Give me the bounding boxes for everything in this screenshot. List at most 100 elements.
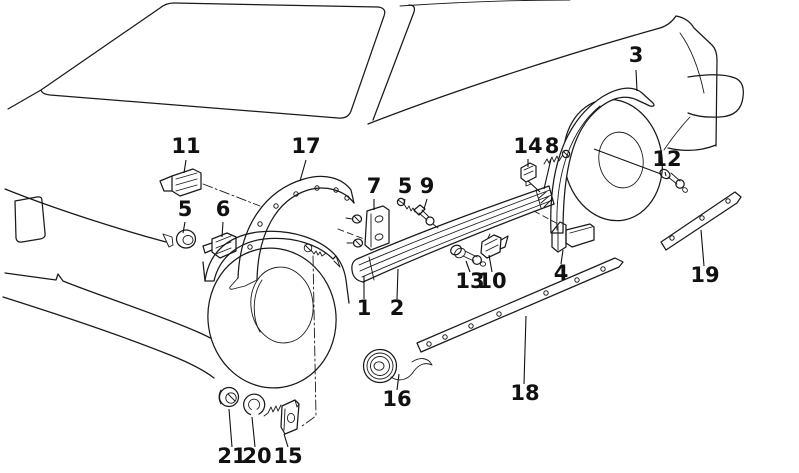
hood-front-edge bbox=[4, 188, 167, 243]
part-17-arch-trim bbox=[229, 175, 355, 290]
leader-line-10 bbox=[488, 254, 493, 273]
leader-line-15 bbox=[283, 433, 289, 448]
molding-bottom-edge bbox=[362, 203, 555, 283]
rear-arch-trim-accent bbox=[556, 105, 601, 231]
part-label-4: 4 bbox=[554, 261, 569, 285]
front-bumper-lower bbox=[2, 296, 215, 379]
beltline bbox=[367, 15, 677, 125]
part-label-14: 14 bbox=[513, 134, 542, 158]
part-7-bracket bbox=[345, 205, 390, 251]
car-body-outline bbox=[2, 0, 718, 379]
strip-19 bbox=[660, 191, 742, 251]
part-label-18: 18 bbox=[510, 381, 539, 405]
leader-line-9 bbox=[423, 198, 428, 210]
fender-rear-edge bbox=[335, 255, 350, 304]
tape-roll-16 bbox=[362, 348, 433, 384]
windshield bbox=[40, 2, 386, 119]
part-5-grommet bbox=[162, 229, 197, 249]
part-label-5: 5 bbox=[398, 174, 413, 198]
part-label-17: 17 bbox=[291, 134, 320, 158]
rear-hub bbox=[598, 131, 644, 189]
rear-arch-trim-3 bbox=[550, 87, 655, 234]
cowl-line bbox=[7, 89, 42, 110]
dashline-11-to-17 bbox=[202, 183, 261, 207]
part-label-3: 3 bbox=[629, 43, 644, 67]
dashline-molding-to-4 bbox=[533, 210, 559, 225]
molding-end-cap-1 bbox=[351, 258, 364, 283]
molding-end-hatch bbox=[538, 191, 552, 208]
part-label-5: 5 bbox=[178, 197, 193, 221]
part-8-screw bbox=[543, 149, 571, 165]
front-tire bbox=[207, 247, 337, 389]
part-label-2: 2 bbox=[390, 296, 405, 320]
rear-edge bbox=[675, 15, 718, 147]
leader-line-12 bbox=[664, 171, 667, 177]
leader-line-5 bbox=[403, 198, 406, 204]
leader-line-8 bbox=[543, 158, 552, 190]
part-20-washer bbox=[243, 393, 266, 416]
part-label-15: 15 bbox=[273, 444, 302, 468]
part-label-11: 11 bbox=[171, 134, 200, 158]
part-9-plug bbox=[413, 204, 439, 229]
front-bumper-upper bbox=[4, 272, 237, 358]
leader-line-4 bbox=[560, 249, 564, 265]
part-label-7: 7 bbox=[367, 174, 382, 198]
leader-line-20 bbox=[251, 416, 256, 448]
part-label-12: 12 bbox=[652, 147, 681, 171]
rear-bumper-wrap bbox=[663, 116, 691, 151]
headlight bbox=[14, 196, 46, 243]
side-molding-strip bbox=[351, 185, 555, 283]
rub-strip-18 bbox=[416, 257, 624, 353]
part-10-clip bbox=[480, 233, 509, 259]
leader-line-16 bbox=[396, 373, 400, 391]
part-13-screw bbox=[450, 244, 487, 267]
leader-line-13 bbox=[465, 260, 471, 273]
line-arch-to-12 bbox=[593, 148, 662, 175]
leader-line-11 bbox=[183, 159, 187, 174]
part-5-screw bbox=[396, 197, 416, 213]
dashline-7-to-molding bbox=[337, 228, 365, 240]
part-label-10: 10 bbox=[477, 269, 506, 293]
part-11-clip bbox=[159, 168, 202, 197]
leader-line-2 bbox=[396, 268, 399, 300]
roofline bbox=[399, 0, 571, 7]
arch-screw bbox=[303, 243, 327, 257]
part-label-1: 1 bbox=[357, 296, 372, 320]
part-label-20: 20 bbox=[242, 444, 271, 468]
part-label-19: 19 bbox=[690, 263, 719, 287]
leader-line-5 bbox=[182, 221, 186, 234]
construction-lines bbox=[202, 148, 662, 427]
rear-wheel-assembly bbox=[550, 74, 744, 234]
a-pillar-inner bbox=[372, 4, 416, 121]
line-14-to-molding bbox=[527, 180, 541, 193]
front-arch-lip bbox=[333, 255, 341, 268]
part-label-8: 8 bbox=[545, 134, 560, 158]
fender-front-edge bbox=[202, 261, 206, 282]
part-14-clip bbox=[520, 162, 537, 187]
rear-valance bbox=[667, 144, 717, 152]
leader-line-17 bbox=[299, 159, 307, 182]
part-label-21: 21 bbox=[217, 444, 246, 468]
front-wheel-assembly bbox=[202, 230, 350, 389]
part-15-screw-plate bbox=[263, 399, 300, 435]
part-label-13: 13 bbox=[455, 269, 484, 293]
part-6-clip bbox=[202, 232, 237, 259]
part-label-6: 6 bbox=[216, 197, 231, 221]
front-rim bbox=[250, 266, 314, 344]
part-label-16: 16 bbox=[382, 387, 411, 411]
part-label-9: 9 bbox=[420, 174, 435, 198]
dashline-wheel-to-15 bbox=[301, 255, 317, 427]
leader-line-19 bbox=[700, 229, 705, 267]
trunk-line bbox=[679, 32, 705, 94]
front-rim-arc bbox=[253, 279, 263, 333]
molding-top-edge bbox=[356, 185, 550, 260]
part-4-bracket bbox=[551, 221, 595, 253]
part-21-grommet bbox=[218, 386, 240, 408]
part-12-rivet bbox=[659, 168, 688, 193]
tape-tail bbox=[390, 358, 433, 381]
rear-bumper bbox=[687, 74, 744, 118]
leader-line-21 bbox=[228, 408, 233, 448]
